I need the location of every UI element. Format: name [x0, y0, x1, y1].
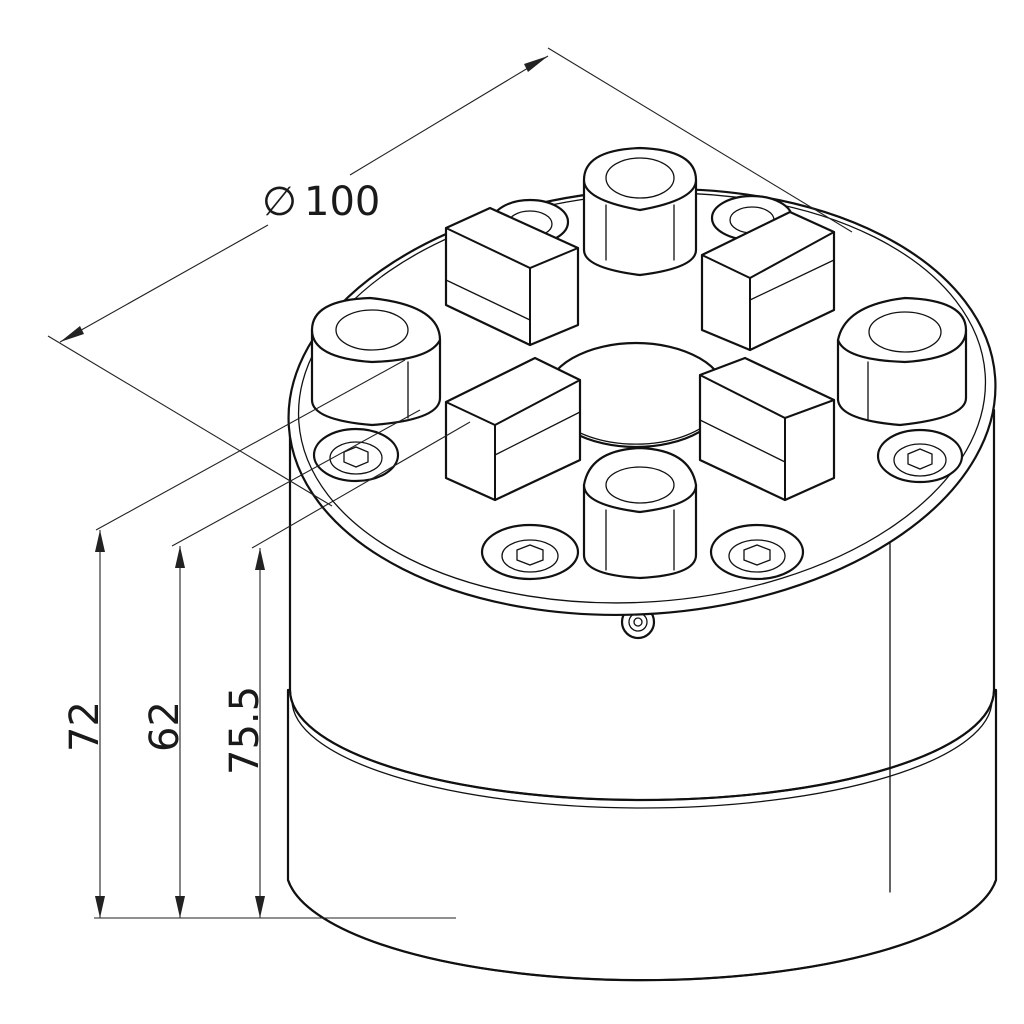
jaw-upper-left	[444, 206, 580, 347]
diameter-dimension: ∅ 100	[47, 47, 853, 507]
jaw-lower-right	[698, 356, 836, 502]
pin-right	[836, 296, 968, 427]
screw-3	[709, 523, 805, 581]
height-72-label: 72	[62, 701, 108, 752]
jaw-upper-right	[700, 210, 836, 352]
pin-left	[310, 296, 442, 427]
diameter-value: 100	[304, 179, 380, 225]
jaw-blocks	[444, 206, 836, 502]
height-dimensions: 72 62 75.5	[62, 359, 471, 919]
jaw-lower-left	[444, 356, 582, 502]
pin-top	[582, 146, 698, 277]
height-62-label: 62	[142, 701, 188, 752]
locating-pins	[310, 146, 968, 580]
diameter-symbol: ∅	[262, 179, 297, 225]
mounting-screws	[312, 194, 964, 581]
screw-4	[876, 428, 964, 484]
screw-1	[312, 427, 400, 483]
screw-2	[480, 523, 580, 581]
pin-bottom	[582, 446, 698, 580]
height-75-5-label: 75.5	[222, 686, 268, 775]
